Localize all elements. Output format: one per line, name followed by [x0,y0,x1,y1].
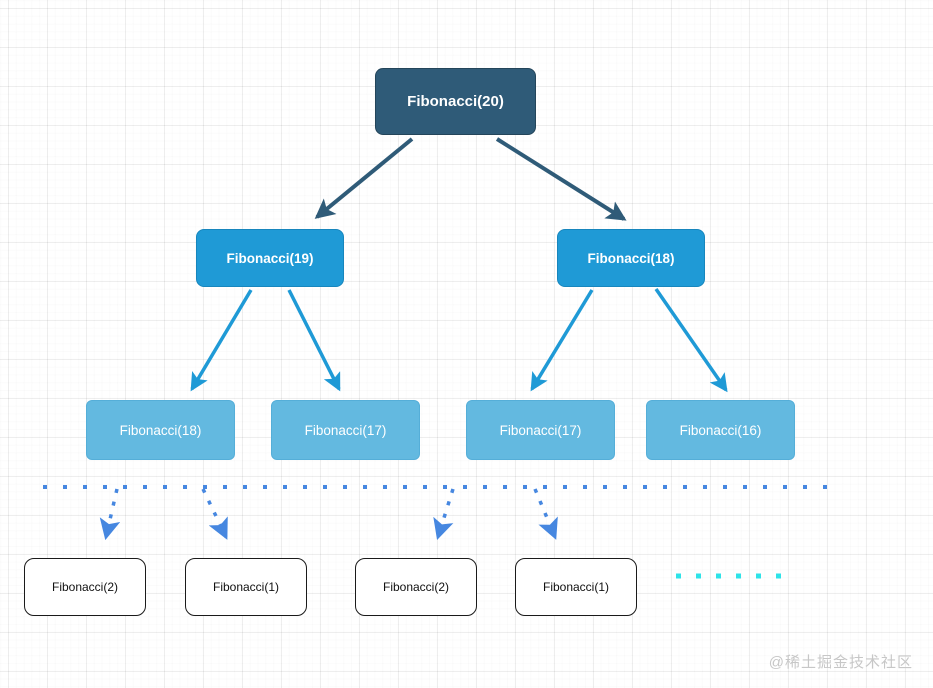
node-fibonacci-16-l3: Fibonacci(16) [646,400,795,460]
dotted-edge-to-fib1-left [201,488,228,540]
edge-root-to-fib19 [314,137,414,219]
dotted-edge-to-fib2-right [433,488,455,541]
node-fibonacci-2-base-right: Fibonacci(2) [355,558,477,616]
node-label: Fibonacci(19) [226,250,314,266]
node-label: Fibonacci(20) [407,93,504,110]
node-fibonacci-18-l3: Fibonacci(18) [86,400,235,460]
node-fibonacci-1-base-right: Fibonacci(1) [515,558,637,616]
node-fibonacci-17-l3-right: Fibonacci(17) [466,400,615,460]
edge-fib19-to-fib18 [190,289,253,392]
dotted-edge-to-fib1-right [533,488,558,540]
node-fibonacci-2-base-left: Fibonacci(2) [24,558,146,616]
edge-fib19-to-fib17 [287,289,341,392]
node-label: Fibonacci(18) [119,422,202,438]
edge-root-to-fib18 [495,137,627,221]
edge-fib18-to-fib17 [530,289,594,392]
node-label: Fibonacci(17) [304,422,387,438]
node-label: Fibonacci(16) [679,422,762,438]
node-fibonacci-1-base-left: Fibonacci(1) [185,558,307,616]
node-label: Fibonacci(2) [51,580,119,594]
node-fibonacci-19: Fibonacci(19) [196,229,344,287]
edge-fib18-to-fib16 [654,288,728,393]
node-label: Fibonacci(1) [212,580,280,594]
watermark: @稀土掘金技术社区 [768,654,913,671]
node-fibonacci-20: Fibonacci(20) [375,68,536,135]
node-fibonacci-18: Fibonacci(18) [557,229,705,287]
node-label: Fibonacci(1) [542,580,610,594]
dotted-edge-to-fib2-left [99,488,121,541]
node-label: Fibonacci(17) [499,422,582,438]
node-fibonacci-17-l3-left: Fibonacci(17) [271,400,420,460]
node-label: Fibonacci(18) [587,250,675,266]
node-label: Fibonacci(2) [382,580,450,594]
